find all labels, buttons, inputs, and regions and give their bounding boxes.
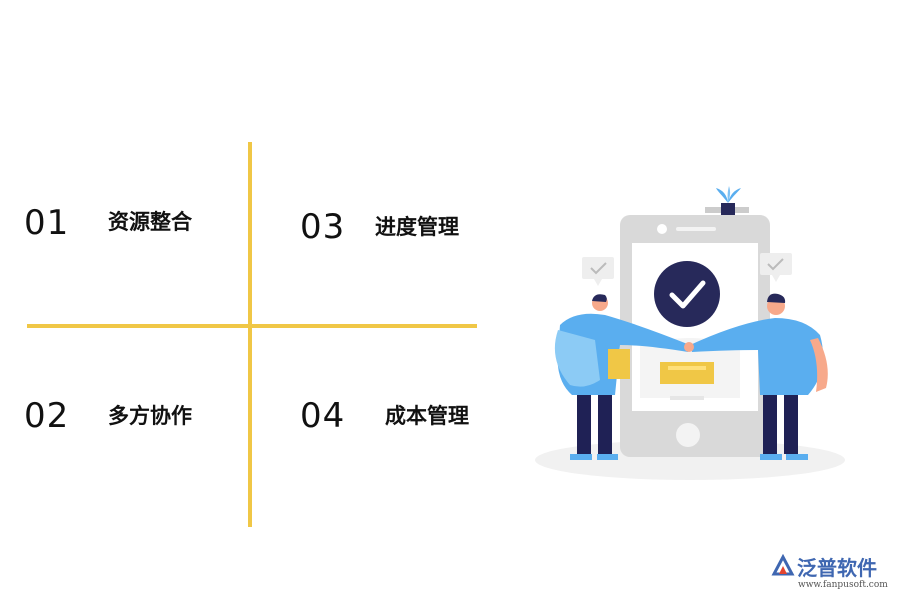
brand-logo[interactable]: 泛普软件 www.fanpusoft.com <box>768 550 893 595</box>
brand-name: 泛普软件 <box>797 556 877 580</box>
chat-check-icon <box>582 253 792 286</box>
plant-icon <box>705 186 749 215</box>
quadrant-label-cost-management: 成本管理 <box>385 404 469 428</box>
people-handshake-icon <box>554 293 828 460</box>
horizontal-divider <box>27 324 477 328</box>
quadrant-number-01: 01 <box>24 203 70 243</box>
teamwork-illustration <box>535 186 845 480</box>
brand-url[interactable]: www.fanpusoft.com <box>798 580 888 590</box>
quadrant-label-schedule-management: 进度管理 <box>375 215 459 239</box>
quadrant-number-02: 02 <box>24 396 70 436</box>
quadrant-label-resource-integration: 资源整合 <box>108 210 192 234</box>
vertical-divider <box>248 142 252 527</box>
checkmark-icon <box>654 261 720 327</box>
quadrant-number-04: 04 <box>300 396 346 436</box>
phone-icon <box>620 215 770 457</box>
quadrant-number-03: 03 <box>300 207 346 247</box>
brand-mark-icon <box>771 554 795 576</box>
quadrant-label-collaboration: 多方协作 <box>108 404 192 428</box>
